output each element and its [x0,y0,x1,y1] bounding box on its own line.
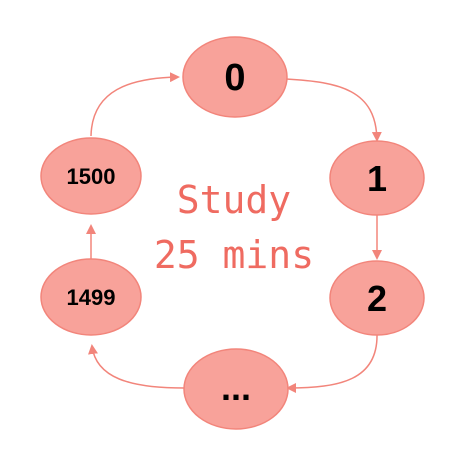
node-ellipsis-label: ... [221,367,251,408]
arrow-1500-to-0 [90,72,180,137]
node-1: 1 [329,140,425,216]
node-ellipsis-shape [183,348,289,430]
node-1499: 1499 [40,258,142,336]
node-1500-label: 1500 [67,164,116,189]
arrow-2-to-ellipsis [286,333,378,393]
node-1500: 1500 [40,137,142,215]
node-0-shape [182,36,288,118]
node-2-label: 2 [367,278,387,319]
node-2: 2 [329,260,425,336]
node-1-label: 1 [367,158,387,199]
node-0-label: 0 [224,57,245,99]
arrow-ellipsis-to-1499 [88,344,185,389]
node-0: 0 [182,36,288,118]
node-2-shape [329,260,425,336]
node-1499-shape [40,258,142,336]
node-1-shape [329,140,425,216]
arrow-0-to-1 [285,78,382,142]
center-text-line1: Study [177,178,291,222]
node-1499-label: 1499 [67,285,116,310]
node-ellipsis: ... [183,348,289,430]
node-1500-shape [40,137,142,215]
center-text-line2: 25 mins [154,233,314,277]
